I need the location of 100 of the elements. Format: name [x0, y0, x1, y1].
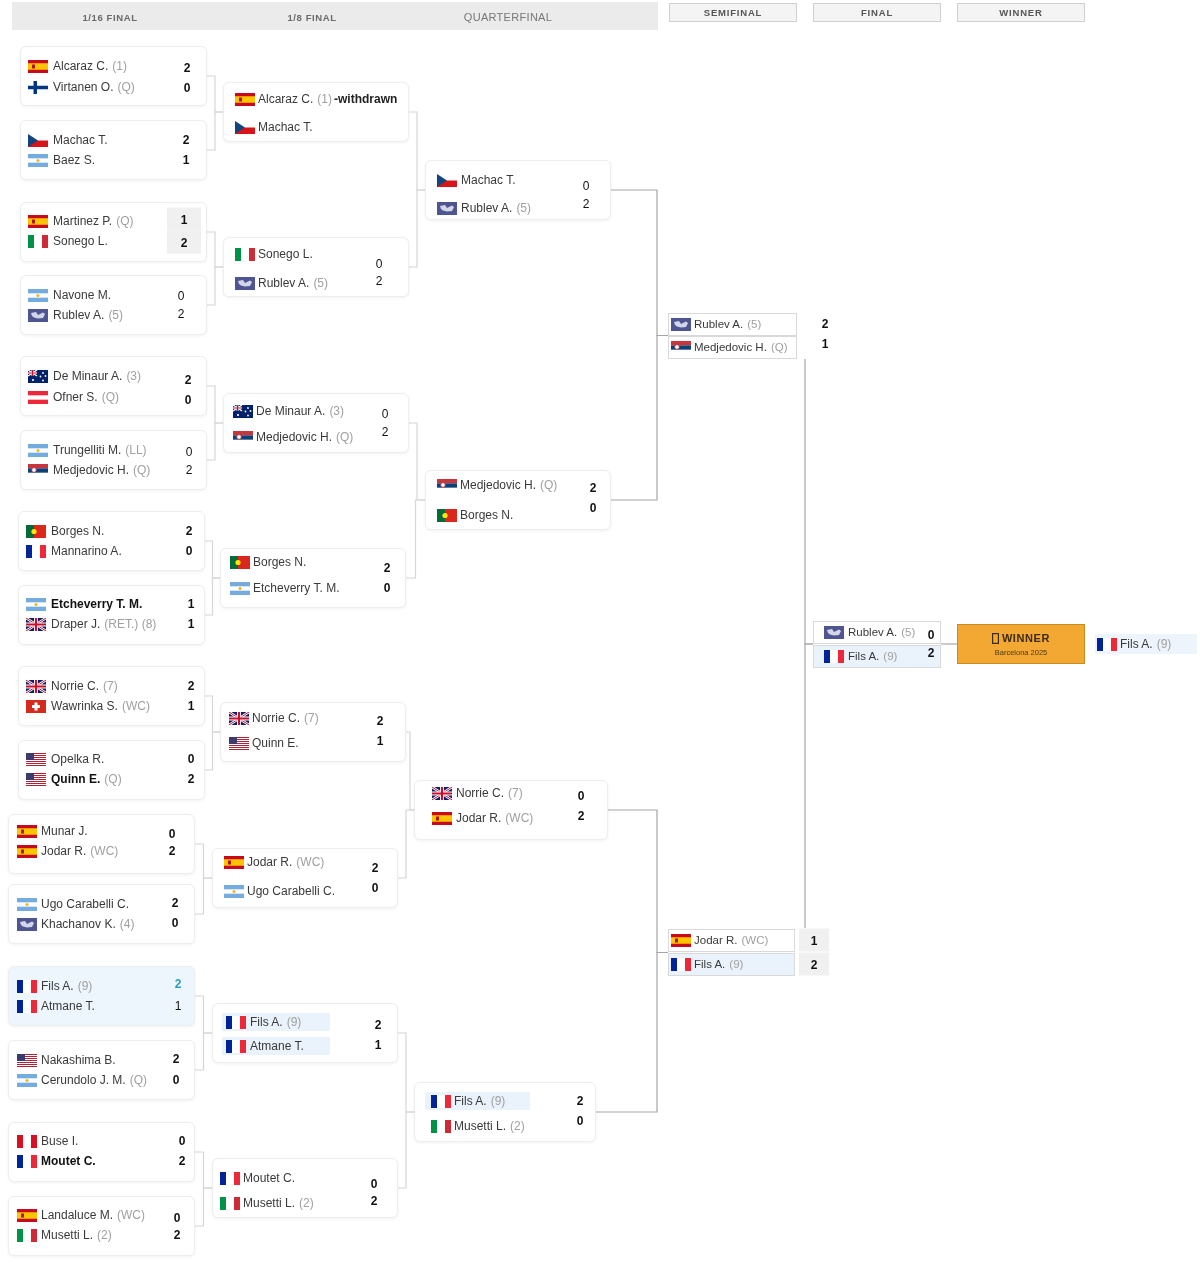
player-name: Opelka R.	[51, 751, 105, 767]
bracket-line	[204, 577, 221, 616]
player-name: Wawrinka S.	[51, 698, 118, 714]
bracket-line	[194, 1032, 213, 1071]
match-card	[668, 928, 829, 977]
banner-title: WINNER	[1001, 631, 1051, 645]
match-card	[223, 237, 409, 297]
match-card	[220, 702, 406, 762]
seed-label: (9)	[490, 1093, 506, 1109]
column-header: 1/8 FINAL	[287, 11, 337, 23]
player-name: Jodar R.	[41, 843, 87, 859]
player-name: Rublev A.	[694, 317, 744, 332]
set-score: 2	[183, 61, 191, 75]
set-score: 0	[185, 544, 193, 558]
seed-label: (3)	[329, 403, 345, 419]
set-score: 1	[187, 699, 195, 713]
player-name: Alcaraz C.	[258, 91, 314, 107]
match-card	[212, 1003, 398, 1063]
player-name: Virtanen O.	[53, 79, 114, 95]
set-score: 0	[172, 1073, 180, 1087]
player-name: Navone M.	[53, 287, 112, 303]
set-score: 1	[799, 928, 829, 952]
player-name: De Minaur A.	[256, 403, 326, 419]
player-name: Medjedovic H.	[53, 462, 130, 478]
seed-label: (9)	[883, 649, 898, 664]
set-score: 2	[167, 230, 201, 254]
bracket-line	[194, 877, 213, 915]
player-name: Moutet C.	[243, 1170, 296, 1186]
player-name: Musetti L.	[41, 1227, 94, 1243]
seed-label: (Q)	[133, 462, 151, 478]
set-score: 0	[383, 581, 391, 595]
player-name: Medjedovic H.	[460, 477, 537, 493]
player-name: Jodar R.	[247, 854, 293, 870]
set-score: 2	[370, 1194, 378, 1208]
seed-label: (Q)	[336, 429, 354, 445]
match-card	[425, 160, 611, 220]
seed-label: (2)	[510, 1118, 525, 1134]
seed-label: (WC)	[117, 1207, 146, 1223]
seed-label: (5)	[747, 317, 762, 332]
seed-label: (9)	[77, 978, 93, 994]
set-score: 2	[927, 646, 935, 660]
column-header: FINAL	[813, 3, 941, 22]
match-card	[8, 884, 195, 944]
seed-label: (7)	[304, 710, 319, 726]
player-name: Medjedovic H.	[694, 340, 767, 355]
player-name: Jodar R.	[694, 933, 738, 948]
set-score: 1	[174, 999, 182, 1013]
set-score: 2	[576, 1094, 584, 1108]
set-score: 2	[168, 844, 176, 858]
player-name: Martinez P.	[53, 213, 113, 229]
match-card	[20, 275, 207, 335]
seed-label: (WC)	[741, 933, 769, 948]
match-card	[220, 548, 406, 608]
player-name: Norrie C.	[252, 710, 300, 726]
seed-label: (LL)	[125, 442, 147, 458]
player-name: Atmane T.	[250, 1038, 304, 1054]
seed-label: (2)	[97, 1227, 112, 1243]
bracket-line	[204, 731, 221, 771]
match-card	[18, 585, 205, 645]
player-name: Machac T.	[461, 172, 516, 188]
set-score: 2	[577, 809, 585, 823]
seed-label: (4)	[119, 916, 135, 932]
seed-label: (3)	[126, 368, 142, 384]
set-score: 1	[821, 337, 829, 351]
set-score: 2	[376, 714, 384, 728]
set-score: 0	[576, 1114, 584, 1128]
set-score: 0	[589, 501, 597, 515]
set-score: 2	[374, 1018, 382, 1032]
player-name: Rublev A.	[848, 625, 898, 640]
set-score: 0	[371, 881, 379, 895]
seed-label: (RET.) (8)	[104, 616, 157, 632]
set-score: 2	[589, 481, 597, 495]
seed-label: (Q)	[770, 340, 788, 355]
match-card	[8, 1122, 195, 1182]
player-name: Khachanov K.	[41, 916, 116, 932]
player-name: Sonego L.	[53, 233, 108, 249]
set-score: 2	[185, 463, 193, 477]
set-score: 2	[799, 952, 829, 976]
bracket-line	[610, 334, 669, 501]
match-card	[18, 740, 205, 800]
seed-label: (9)	[1156, 636, 1172, 652]
player-name: Fils A.	[454, 1093, 487, 1109]
player-name: Quinn E.	[252, 735, 299, 751]
player-name: Atmane T.	[41, 998, 95, 1014]
match-card	[18, 511, 205, 571]
column-header: WINNER	[957, 3, 1085, 22]
seed-label: (WC)	[121, 698, 150, 714]
match-card	[223, 82, 409, 142]
bracket-line	[595, 951, 669, 1113]
seed-label: (1)	[317, 91, 333, 107]
seed-label: (7)	[103, 678, 118, 694]
set-score: 0	[381, 407, 389, 421]
player-name: Norrie C.	[456, 785, 504, 801]
player-name: De Minaur A.	[53, 368, 123, 384]
seed-label: (WC)	[505, 810, 534, 826]
seed-label: (5)	[313, 275, 329, 291]
seed-label: (Q)	[104, 771, 122, 787]
bracket-line	[940, 643, 958, 645]
seed-label: (5)	[516, 200, 532, 216]
player-name: Landaluce M.	[41, 1207, 114, 1223]
